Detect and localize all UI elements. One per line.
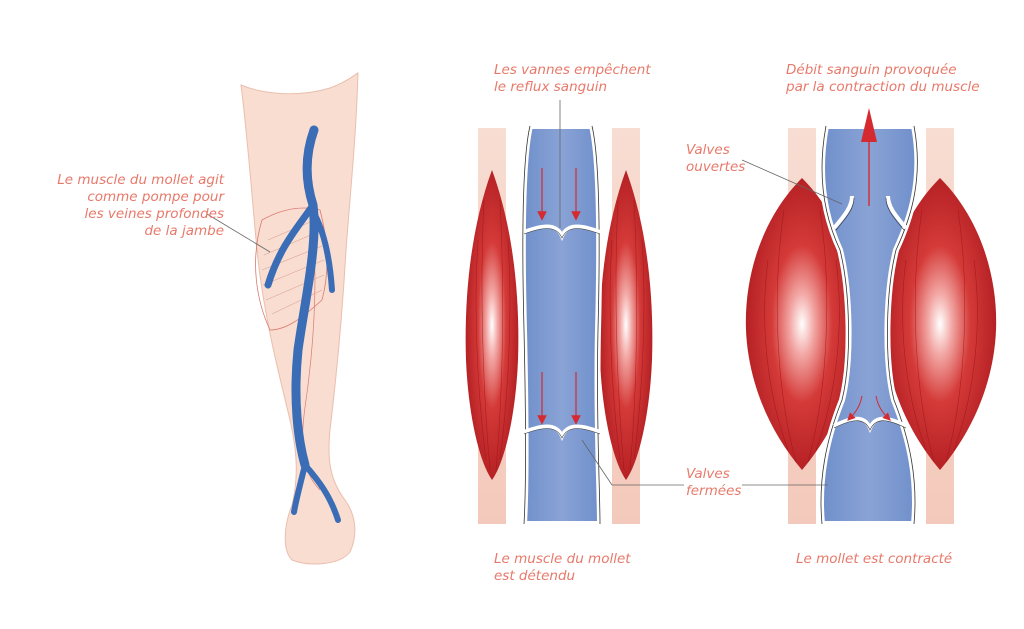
calf-pump-line1: Le muscle du mollet agit — [57, 172, 224, 188]
valves-closed-line1: Valves — [686, 466, 730, 482]
open-valves — [832, 195, 908, 230]
leg-illustration — [240, 72, 359, 565]
right-muscle-relaxed — [599, 170, 653, 480]
valves-prevent-label: Les vannes empêchent le reflux sanguin — [494, 62, 651, 96]
contracted-caption: Le mollet est contracté — [796, 551, 952, 568]
valves-closed-label: Valves fermées — [686, 466, 741, 500]
calf-pump-label: Le muscle du mollet agit comme pompe pou… — [40, 172, 224, 240]
muscle-striations — [475, 199, 645, 471]
relaxed-panel — [465, 123, 653, 527]
calf-pump-line3: les veines profondes — [84, 206, 224, 222]
valves-open-label: Valves ouvertes — [686, 142, 745, 176]
deep-vein — [264, 125, 341, 523]
valves-closed-line2: fermées — [686, 483, 742, 499]
reflux-arrows — [537, 168, 581, 425]
leader-lines — [206, 100, 843, 486]
calf-pump-line2: comme pompe pour — [87, 189, 224, 205]
relaxed-caption-line1: Le muscle du mollet — [494, 551, 631, 567]
blood-flow-line1: Débit sanguin provoquée — [786, 62, 957, 78]
relaxed-caption-line2: est détendu — [494, 568, 576, 584]
left-muscle-relaxed — [465, 170, 519, 480]
contracted-caption-line1: Le mollet est contracté — [796, 551, 953, 567]
valves-prevent-line2: le reflux sanguin — [494, 79, 608, 95]
valves-open-line1: Valves — [686, 142, 730, 158]
blood-flow-line2: par la contraction du muscle — [786, 79, 980, 95]
calf-pump-line4: de la jambe — [144, 223, 224, 239]
right-muscle-contracted — [883, 178, 997, 470]
closed-valves-relaxed — [523, 224, 601, 442]
vein-relaxed — [519, 123, 604, 527]
left-muscle-contracted — [745, 178, 859, 470]
valves-prevent-line1: Les vannes empêchent — [494, 62, 651, 78]
valves-open-line2: ouvertes — [686, 159, 746, 175]
relaxed-caption: Le muscle du mollet est détendu — [494, 551, 631, 585]
blood-flow-label: Débit sanguin provoquée par la contracti… — [786, 62, 980, 96]
contracted-panel — [745, 108, 997, 527]
